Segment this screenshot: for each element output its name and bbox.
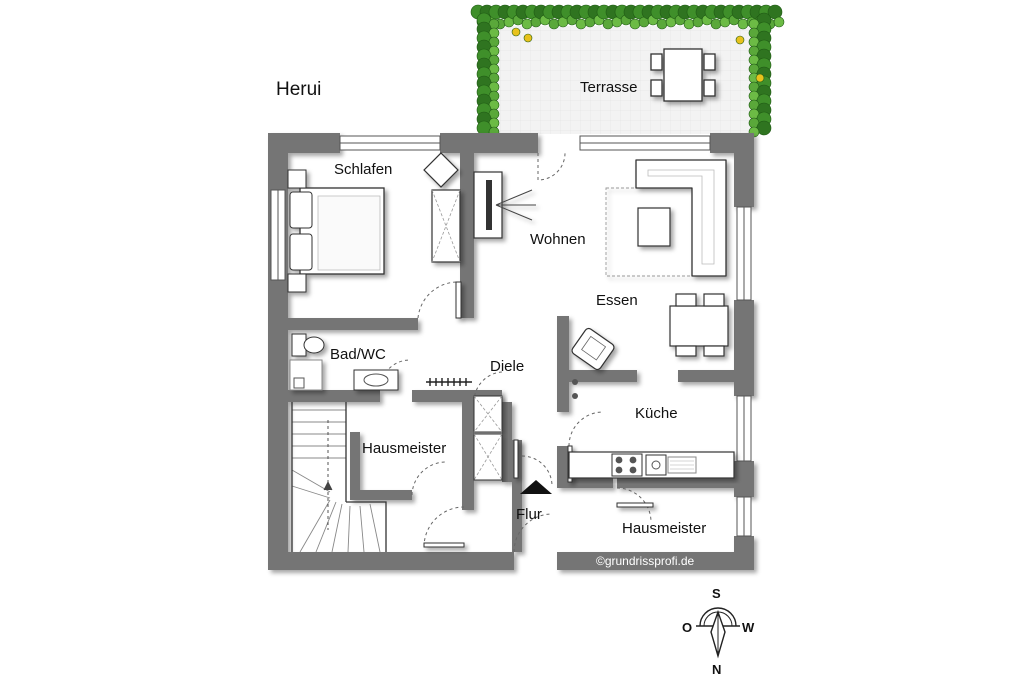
entrance-marker xyxy=(520,480,552,494)
hedge-leaf xyxy=(575,18,587,30)
staircase xyxy=(291,402,387,553)
compass-label-top: S xyxy=(712,586,721,601)
compass-label-right: W xyxy=(742,620,755,635)
room-label-flur: Flur xyxy=(516,506,542,523)
hedge-leaf xyxy=(755,73,765,83)
hedge-leaf xyxy=(602,18,614,30)
hedge-leaf xyxy=(735,35,745,45)
hedge-leaf xyxy=(737,18,749,30)
sofa xyxy=(605,159,727,277)
room-label-hausmeister-right: Hausmeister xyxy=(622,520,707,537)
hedge-leaf xyxy=(548,18,560,30)
plan-title: Herui xyxy=(276,79,322,100)
kitchen-shelf xyxy=(572,379,578,399)
hedge-leaf xyxy=(521,18,533,30)
terrace xyxy=(470,4,785,138)
hedge-leaf xyxy=(656,18,668,30)
hedge-leaf xyxy=(773,16,785,28)
room-label-hausmeister-left: Hausmeister xyxy=(362,440,447,457)
hedge-leaf xyxy=(683,18,695,30)
room-label-diele: Diele xyxy=(490,358,525,375)
compass-label-bottom: N xyxy=(712,662,722,677)
compass xyxy=(696,607,740,659)
diele-cabinets xyxy=(473,395,503,481)
room-label-bad: Bad/WC xyxy=(330,346,386,363)
hedge xyxy=(470,4,785,138)
tv-unit xyxy=(473,171,536,239)
windows xyxy=(270,135,752,537)
hedge-leaf xyxy=(511,27,521,37)
radiator xyxy=(426,378,472,386)
room-label-wohnen: Wohnen xyxy=(530,231,586,248)
hedge-leaf xyxy=(523,33,533,43)
terrace-table xyxy=(650,48,716,102)
room-label-essen: Essen xyxy=(596,292,638,309)
hedge-leaf xyxy=(710,18,722,30)
door-swings xyxy=(379,152,652,553)
room-label-terrasse: Terrasse xyxy=(580,79,638,96)
hedge-leaf xyxy=(629,18,641,30)
room-label-schlafen: Schlafen xyxy=(334,161,393,178)
kitchen-counter xyxy=(568,451,735,479)
copyright-text: ©grundrissprofi.de xyxy=(596,554,695,568)
bathroom-fixtures xyxy=(289,333,399,391)
wardrobe xyxy=(423,152,461,263)
armchair xyxy=(571,327,615,371)
bed xyxy=(287,169,385,293)
room-label-kueche: Küche xyxy=(635,405,678,422)
compass-label-left: O xyxy=(682,620,693,635)
dining-table xyxy=(669,293,729,357)
